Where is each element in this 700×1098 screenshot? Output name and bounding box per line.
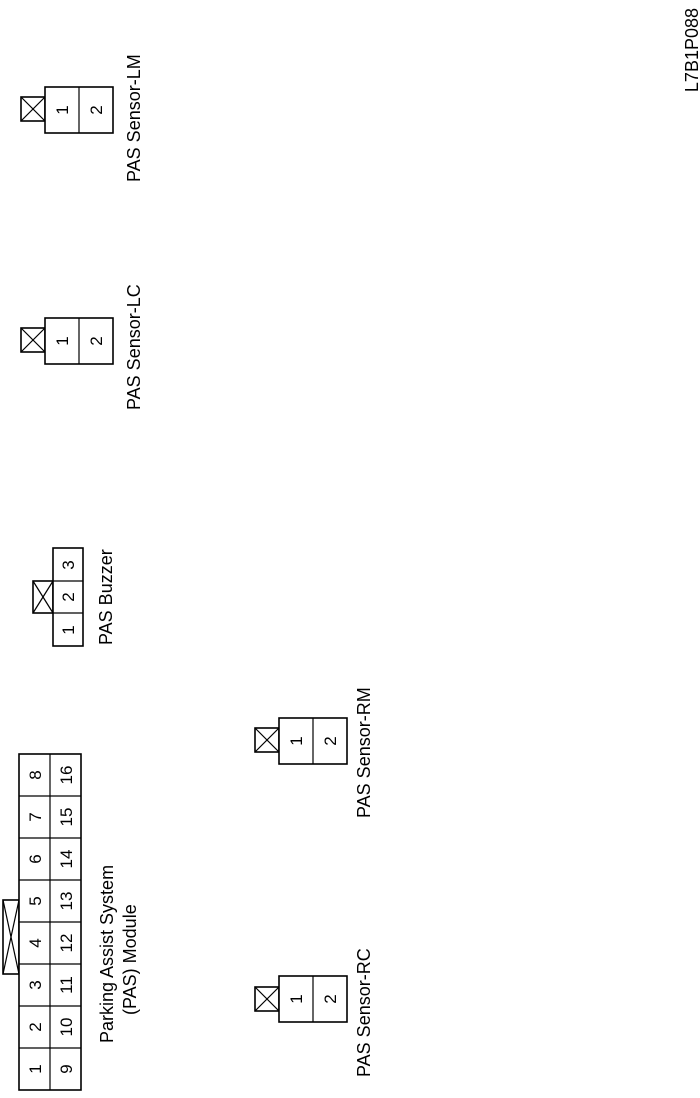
figure-code: L7B1P088: [682, 8, 700, 92]
pin-label: 6: [26, 854, 45, 863]
pin-label: 1: [287, 994, 306, 1003]
pas-sensor-rc-connector: 1 2 PAS Sensor-RC: [254, 948, 374, 1077]
pin-label: 12: [57, 934, 76, 953]
pin-label: 10: [57, 1018, 76, 1037]
pin-label: 9: [57, 1064, 76, 1073]
pas-sensor-lm-label: PAS Sensor-LM: [124, 54, 144, 182]
pin-label: 1: [53, 336, 72, 345]
pas-sensor-lc-label: PAS Sensor-LC: [124, 284, 144, 410]
pin-label: 16: [57, 766, 76, 785]
pin-label: 13: [57, 892, 76, 911]
pin-label: 11: [57, 976, 76, 994]
pin-label: 4: [26, 938, 45, 947]
pin-label: 2: [59, 592, 78, 601]
pas-module-connector: 1 2 3 4 5 6 7 8 9 10 11 12 13 14 15 16 P…: [2, 753, 140, 1091]
pas-module-label-line2: (PAS) Module: [120, 904, 140, 1015]
pas-buzzer-label: PAS Buzzer: [96, 549, 116, 645]
pin-label: 1: [26, 1064, 45, 1073]
pin-label: 1: [59, 625, 78, 634]
pas-sensor-rc-label: PAS Sensor-RC: [354, 948, 374, 1077]
pin-label: 3: [59, 560, 78, 569]
pas-sensor-lc-connector: 1 2 PAS Sensor-LC: [20, 284, 144, 410]
pin-label: 1: [287, 736, 306, 745]
pas-sensor-rm-label: PAS Sensor-RM: [354, 687, 374, 818]
pin-label: 2: [321, 736, 340, 745]
pas-sensor-rm-connector: 1 2 PAS Sensor-RM: [254, 687, 374, 818]
pas-module-label-line1: Parking Assist System: [97, 865, 117, 1043]
pin-label: 14: [57, 850, 76, 869]
pin-label: 2: [321, 994, 340, 1003]
pin-label: 3: [26, 980, 45, 989]
pas-buzzer-connector: 1 2 3 PAS Buzzer: [32, 547, 116, 647]
pin-label: 8: [26, 770, 45, 779]
pin-label: 2: [87, 336, 106, 345]
pin-label: 5: [26, 896, 45, 905]
pin-label: 15: [57, 808, 76, 827]
pin-label: 1: [53, 105, 72, 114]
pin-label: 2: [87, 105, 106, 114]
pin-label: 7: [26, 812, 45, 821]
pin-label: 2: [26, 1022, 45, 1031]
pas-sensor-lm-connector: 1 2 PAS Sensor-LM: [20, 54, 144, 182]
